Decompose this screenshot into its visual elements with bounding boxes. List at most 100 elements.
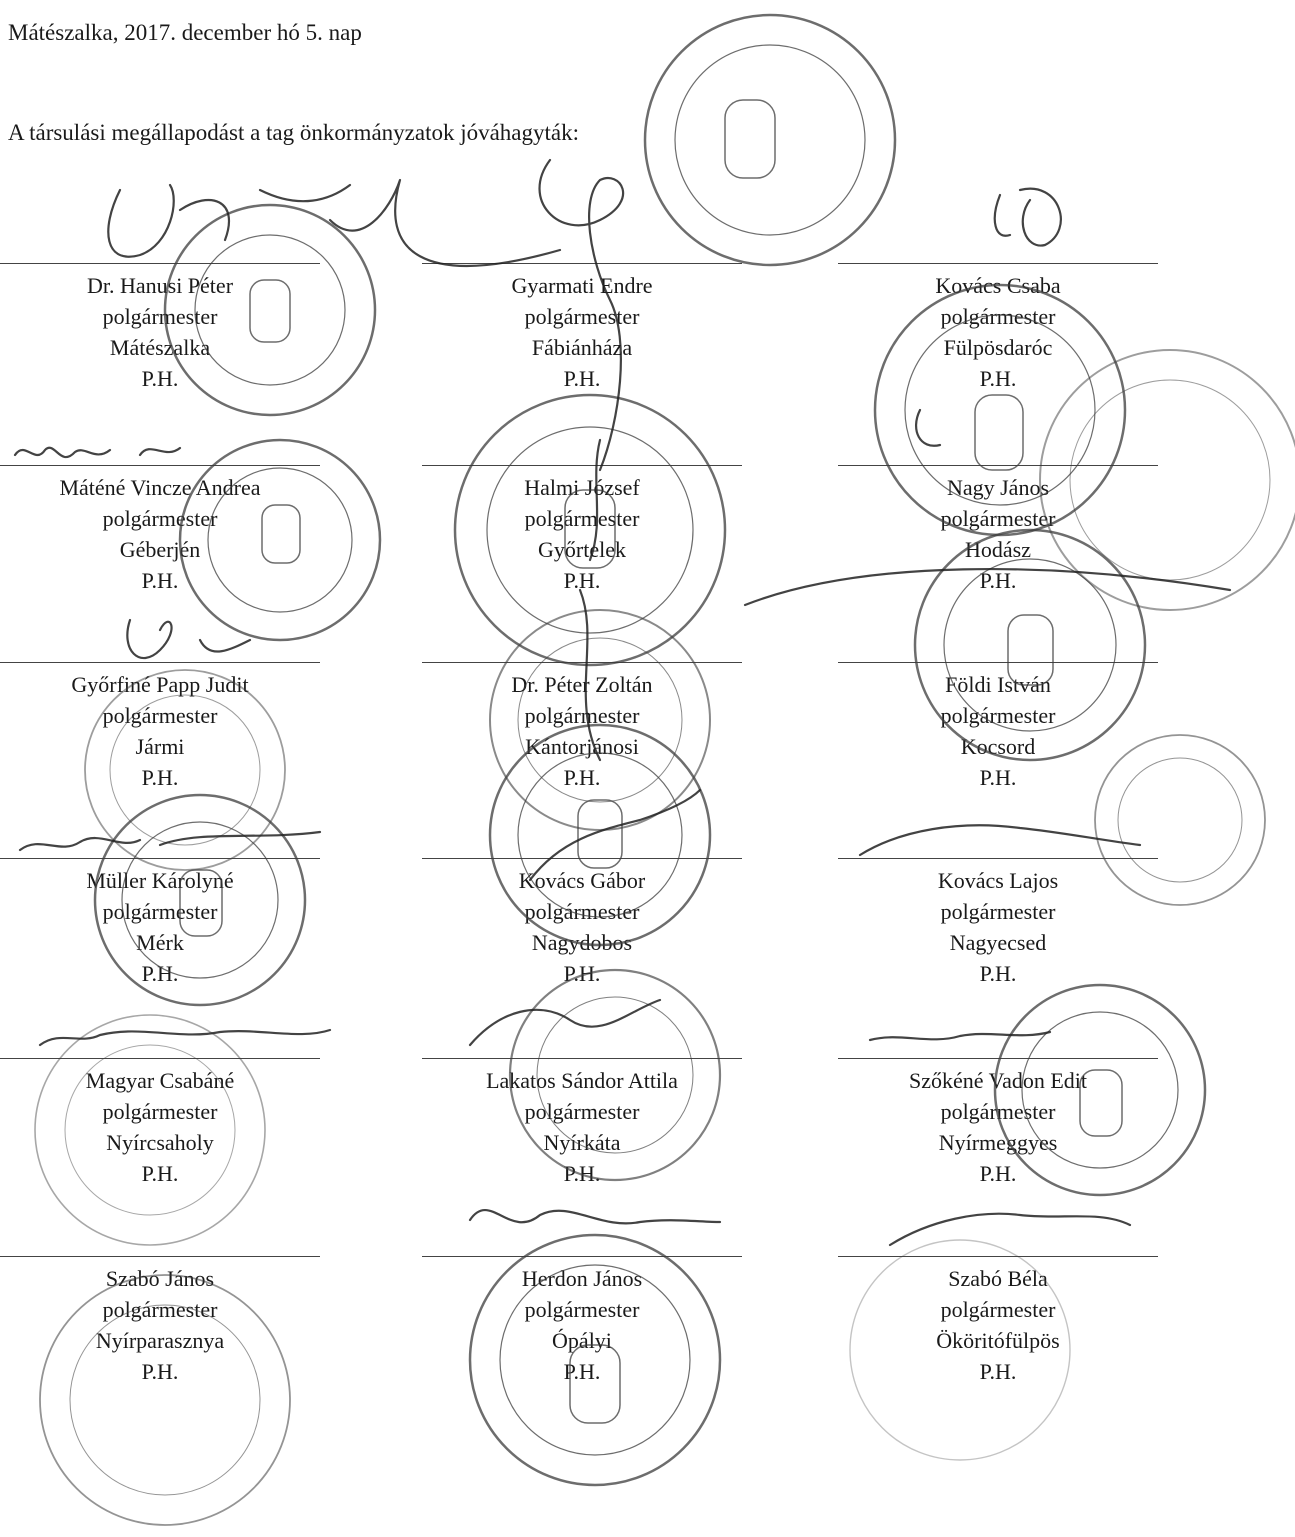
signatory-title: polgármester [940, 703, 1056, 728]
ph-mark: P.H. [141, 1161, 179, 1186]
signature-line [0, 1058, 320, 1059]
signatory-name: Dr. Péter Zoltán [511, 672, 653, 697]
signatory-place: Nagydobos [531, 930, 633, 955]
signatory-name: Lakatos Sándor Attila [486, 1068, 678, 1093]
signatory-title: polgármester [102, 1099, 218, 1124]
signatory-block: Halmi József polgármester Győrtelek P.H. [422, 465, 742, 596]
signatory-title: polgármester [524, 304, 640, 329]
signatory-place: Jármi [135, 734, 185, 759]
signatory-place: Nyírkáta [543, 1130, 621, 1155]
signatory-name: Máténé Vincze Andrea [59, 475, 261, 500]
signature-line [838, 662, 1158, 663]
signatory-block: Herdon János polgármester Ópályi P.H. [422, 1256, 742, 1387]
signatory-place: Fülpösdaróc [943, 335, 1053, 360]
signatory-place: Ópályi [552, 1328, 612, 1353]
signatory-title: polgármester [940, 1099, 1056, 1124]
signature-line [422, 1256, 742, 1257]
ph-mark: P.H. [563, 1359, 601, 1384]
signatory-block: Máténé Vincze Andrea polgármester Géberj… [0, 465, 320, 596]
ph-mark: P.H. [563, 961, 601, 986]
signatory-name: Kovács Gábor [518, 868, 646, 893]
signatory-block: Szabó Béla polgármester Ököritófülpös P.… [838, 1256, 1158, 1387]
signatory-block: Szabó János polgármester Nyírparasznya P… [0, 1256, 320, 1387]
signature-line [0, 858, 320, 859]
signatory-block: Lakatos Sándor Attila polgármester Nyírk… [422, 1058, 742, 1189]
signature-line [422, 263, 742, 264]
signatory-block: Földi István polgármester Kocsord P.H. [838, 662, 1158, 793]
ph-mark: P.H. [979, 765, 1017, 790]
signatory-place: Kántorjánosi [525, 734, 639, 759]
signatory-name: Győrfiné Papp Judit [71, 672, 249, 697]
signatory-block: Győrfiné Papp Judit polgármester Jármi P… [0, 662, 320, 793]
signature-line [0, 263, 320, 264]
signatory-title: polgármester [102, 1297, 218, 1322]
ph-mark: P.H. [979, 961, 1017, 986]
signatory-block: Kovács Csaba polgármester Fülpösdaróc P.… [838, 263, 1158, 394]
signatory-name: Müller Károlyné [86, 868, 234, 893]
signature-line [422, 662, 742, 663]
signatory-title: polgármester [524, 1099, 640, 1124]
signature-line [0, 465, 320, 466]
ph-mark: P.H. [563, 568, 601, 593]
signatory-title: polgármester [940, 1297, 1056, 1322]
signatory-name: Dr. Hanusi Péter [86, 273, 234, 298]
signatory-block: Magyar Csabáné polgármester Nyírcsaholy … [0, 1058, 320, 1189]
signatory-place: Győrtelek [538, 537, 626, 562]
ph-mark: P.H. [979, 568, 1017, 593]
signatory-title: polgármester [940, 506, 1056, 531]
ph-mark: P.H. [563, 765, 601, 790]
signatory-name: Kovács Lajos [937, 868, 1059, 893]
signatory-name: Halmi József [524, 475, 640, 500]
signature-line [838, 1058, 1158, 1059]
signatory-name: Szabó János [105, 1266, 215, 1291]
signatory-place: Nyírparasznya [95, 1328, 225, 1353]
signatory-place: Mérk [136, 930, 184, 955]
signatory-place: Mátészalka [109, 335, 211, 360]
signatory-title: polgármester [102, 703, 218, 728]
signatory-name: Szőkéné Vadon Edit [908, 1068, 1087, 1093]
signatory-name: Földi István [945, 672, 1051, 697]
signatory-name: Herdon János [521, 1266, 643, 1291]
signatory-place: Nyírcsaholy [106, 1130, 214, 1155]
signature-line [0, 662, 320, 663]
signatory-title: polgármester [102, 506, 218, 531]
signatory-title: polgármester [524, 1297, 640, 1322]
signatory-place: Hodász [965, 537, 1031, 562]
signatory-title: polgármester [524, 703, 640, 728]
signature-line [0, 1256, 320, 1257]
signatory-title: polgármester [524, 506, 640, 531]
signatory-place: Nagyecsed [949, 930, 1047, 955]
signatory-title: polgármester [940, 899, 1056, 924]
signatory-place: Nyírmeggyes [938, 1130, 1058, 1155]
ph-mark: P.H. [979, 366, 1017, 391]
signatory-block: Dr. Péter Zoltán polgármester Kántorjáno… [422, 662, 742, 793]
signatory-title: polgármester [940, 304, 1056, 329]
signature-line [838, 858, 1158, 859]
signatory-block: Müller Károlyné polgármester Mérk P.H. [0, 858, 320, 989]
signatory-block: Dr. Hanusi Péter polgármester Mátészalka… [0, 263, 320, 394]
signatory-block: Kovács Lajos polgármester Nagyecsed P.H. [838, 858, 1158, 989]
signatory-block: Kovács Gábor polgármester Nagydobos P.H. [422, 858, 742, 989]
ph-mark: P.H. [141, 765, 179, 790]
ph-mark: P.H. [141, 1359, 179, 1384]
ph-mark: P.H. [979, 1359, 1017, 1384]
ph-mark: P.H. [563, 1161, 601, 1186]
signatory-name: Szabó Béla [948, 1266, 1048, 1291]
ph-mark: P.H. [141, 568, 179, 593]
signatory-title: polgármester [524, 899, 640, 924]
signature-line [838, 263, 1158, 264]
ph-mark: P.H. [141, 961, 179, 986]
signatory-title: polgármester [102, 899, 218, 924]
signature-line [422, 465, 742, 466]
signatory-title: polgármester [102, 304, 218, 329]
signature-line [838, 465, 1158, 466]
signatory-block: Gyarmati Endre polgármester Fábiánháza P… [422, 263, 742, 394]
signatory-name: Magyar Csabáné [85, 1068, 235, 1093]
ph-mark: P.H. [979, 1161, 1017, 1186]
signatory-place: Ököritófülpös [936, 1328, 1060, 1353]
signatory-block: Nagy János polgármester Hodász P.H. [838, 465, 1158, 596]
ph-mark: P.H. [141, 366, 179, 391]
ph-mark: P.H. [563, 366, 601, 391]
signatory-place: Fábiánháza [531, 335, 633, 360]
